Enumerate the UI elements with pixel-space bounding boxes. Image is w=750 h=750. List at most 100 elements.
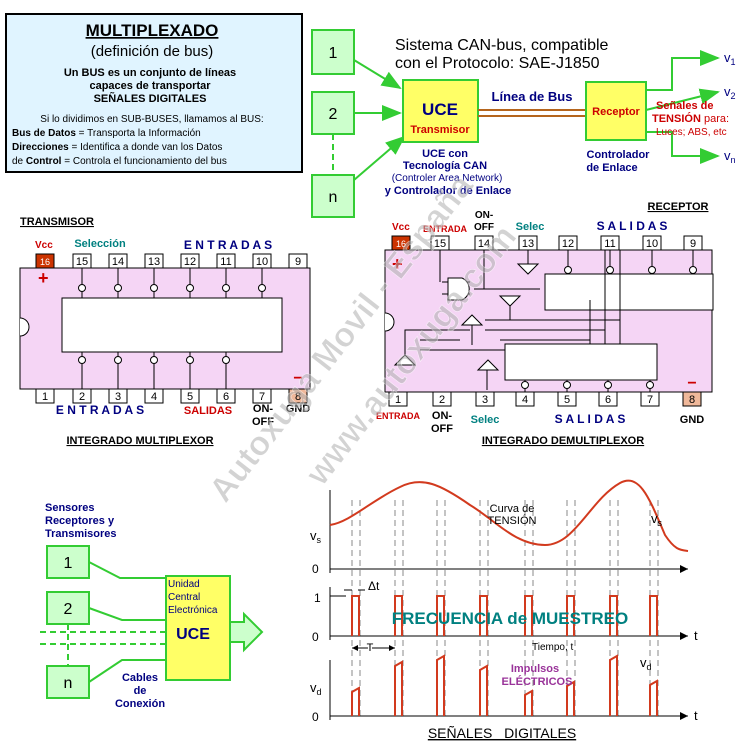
rx-top-pin-label-1: 14 <box>478 238 490 250</box>
can-arrow-n <box>353 135 406 181</box>
uce-title: UCE <box>422 100 458 119</box>
rx-top-pin-label-2: 13 <box>522 238 534 250</box>
tx-top-pin-label-5: 10 <box>256 256 268 268</box>
transmisor-minus: − <box>293 370 302 387</box>
electric-impulse-4 <box>524 689 533 716</box>
rx-bottom-pin-box-2 <box>475 391 495 407</box>
sensor-input-2-label: 2 <box>64 601 73 618</box>
rx-junction-dot <box>648 266 656 274</box>
cables-label-1: Cables <box>122 672 158 684</box>
tension-curve <box>329 479 689 552</box>
tx-bottom-pin-box-0 <box>35 388 55 404</box>
sensor-input-1 <box>46 545 90 579</box>
signal-graphs: vs vs 0 Curva de TENSIÓN 1 0 Δt FRECUENC… <box>310 479 698 741</box>
zero-1: 0 <box>312 562 319 576</box>
definition-line-3: SEÑALES DIGITALES <box>94 92 207 105</box>
sensors-label-1: Sensores <box>45 502 95 514</box>
sample-pulse-2 <box>436 595 445 636</box>
receptor-entrada-top: ENTRADA <box>423 224 467 234</box>
definition-line-2: capaces de transportar <box>89 80 211 92</box>
transmisor-caption: INTEGRADO MULTIPLEXOR <box>66 435 213 447</box>
delta-t-label: Δt <box>368 579 380 593</box>
can-input-n-label: n <box>329 189 338 206</box>
vd-right: vd <box>640 655 652 672</box>
uce-transmisor-label: Transmisor <box>410 124 470 136</box>
receptor-label: Receptor <box>592 106 640 118</box>
transmisor-seleccion: Selección <box>74 238 126 250</box>
tx-bottom-pin-box-6 <box>252 388 272 404</box>
rx-bottom-pin-box-0 <box>388 391 408 407</box>
curve-label-1: Curva de <box>490 503 535 515</box>
zero-3: 0 <box>312 710 319 724</box>
electric-impulse-3 <box>479 664 488 716</box>
tx-bottom-pin-label-1: 2 <box>79 391 85 403</box>
can-system: Sistema CAN-bus, compatible con el Proto… <box>311 29 736 218</box>
tx-junction-dot <box>222 284 230 292</box>
receptor-heading: RECEPTOR <box>648 201 709 213</box>
sensor-input-n-label: n <box>64 675 73 692</box>
tx-bottom-pin-label-0: 1 <box>42 391 48 403</box>
tx-bottom-pin-label-5: 6 <box>223 391 229 403</box>
tx-top-pin-label-3: 12 <box>184 256 196 268</box>
uce-desc-3: (Controler Area Network) <box>392 173 503 184</box>
receptor-minus: − <box>687 375 696 392</box>
sensors-diagram: Sensores Receptores y Transmisores 1 2 n… <box>40 502 264 710</box>
receptor-chip: RECEPTOR Vcc ENTRADA ON- OFF Selec S A L… <box>376 201 714 447</box>
rx-bottom-pin-label-6: 7 <box>647 394 653 406</box>
definition-line-1: Un BUS es un conjunto de líneas <box>64 67 236 79</box>
definition-control: de Control = Controla el funcionamiento … <box>12 156 227 167</box>
electric-impulse-2 <box>436 654 445 716</box>
transmisor-gnd: GND <box>286 403 311 415</box>
rx-junction-dot <box>646 381 654 389</box>
electric-impulse-6 <box>609 654 618 716</box>
can-title-line-1: Sistema CAN-bus, compatible <box>395 37 609 54</box>
sensors-label-2: Receptores y <box>45 515 115 527</box>
receptor-gnd: GND <box>680 414 705 426</box>
vd-left: vd <box>310 680 322 697</box>
receptor-selec-top: Selec <box>516 221 545 233</box>
receptor-caption: INTEGRADO DEMULTIPLEXOR <box>482 435 644 447</box>
receptor-vcc: Vcc <box>392 222 410 233</box>
signals-label-3: Luces; ABS, etc <box>656 127 727 138</box>
tx-top-pin-label-6: 9 <box>295 256 301 268</box>
electric-impulse-7 <box>649 679 658 716</box>
sample-pulse-1 <box>394 595 403 636</box>
tx-top-pin-label-2: 13 <box>148 256 160 268</box>
tx-junction-dot <box>186 284 194 292</box>
tx-junction-dot <box>150 284 158 292</box>
tx-bottom-pin-box-7 <box>288 388 308 404</box>
rx-bottom-pin-box-7 <box>682 391 702 407</box>
transmisor-salidas: SALIDAS <box>184 405 232 417</box>
tx-bottom-pin-label-2: 3 <box>115 391 121 403</box>
definition-line-4: Si lo dividimos en SUB-BUSES, llamamos a… <box>40 114 263 125</box>
sample-pulse-6 <box>609 595 618 636</box>
sensor-uce-line-1: Unidad <box>168 579 200 590</box>
v1-label: v1 <box>724 50 736 67</box>
freq-label: FRECUENCIA de MUESTREO <box>392 609 628 628</box>
electric-impulse-0 <box>351 686 360 716</box>
receptor-selec-bottom: Selec <box>471 414 500 426</box>
tx-junction-dot <box>150 356 158 364</box>
tx-junction-dot <box>78 284 86 292</box>
impulsos-label-1: Impulsos <box>511 663 559 675</box>
T-label: T <box>367 642 374 654</box>
rx-vcc-pin-box <box>391 235 411 251</box>
can-input-1-label: 1 <box>329 45 338 62</box>
definition-datos: Bus de Datos = Transporta la Información <box>12 128 201 139</box>
receptor-plus: + <box>392 254 403 274</box>
sample-pulse-7 <box>649 595 658 636</box>
transmisor-heading: TRANSMISOR <box>20 216 94 228</box>
definition-title: MULTIPLEXADO <box>86 21 219 40</box>
vn-label: vn <box>724 148 736 165</box>
cables-label-2: de <box>134 685 147 697</box>
rx-bottom-pin-label-1: 2 <box>439 394 445 406</box>
electric-impulse-1 <box>394 660 403 716</box>
receptor-off-bottom: OFF <box>431 423 453 435</box>
v2-label: v2 <box>724 84 736 101</box>
sensor-uce-line-2: Central <box>168 592 200 603</box>
can-input-n <box>311 174 355 218</box>
receptor-on-top: ON- <box>475 210 493 221</box>
tx-top-pin-box-6 <box>288 253 308 269</box>
tx-bottom-pin-label-4: 5 <box>187 391 193 403</box>
